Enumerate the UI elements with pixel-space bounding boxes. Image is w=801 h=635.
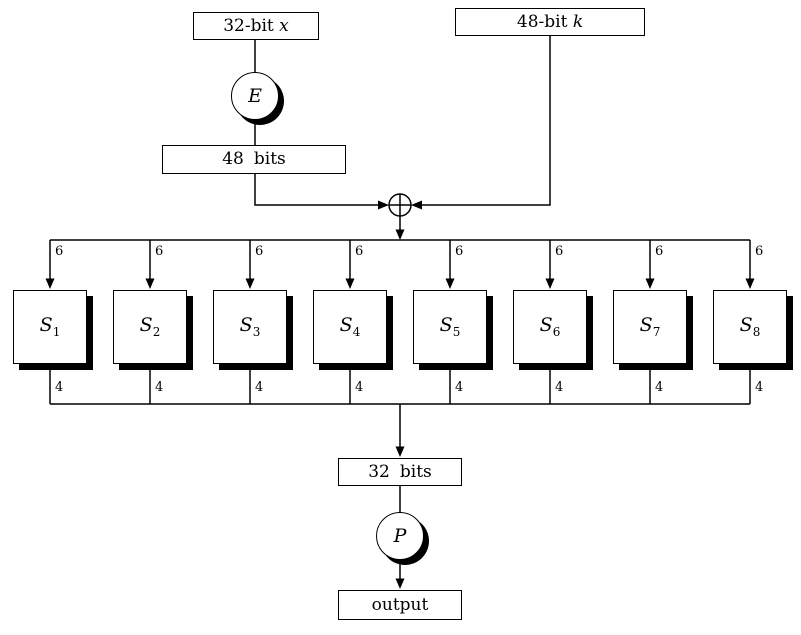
arrowhead (378, 200, 389, 210)
bits48-value: 48 (222, 149, 244, 169)
wire-label-4-s5: 4 (455, 380, 464, 395)
sbox-name: S (239, 314, 253, 337)
sbox-s3: S3 (213, 290, 287, 364)
arrowhead (411, 200, 422, 210)
sbox-s8: S8 (713, 290, 787, 364)
sbox-s1-label: S1 (40, 316, 61, 338)
sbox-s5: S5 (413, 290, 487, 364)
wire-label-6-s8: 6 (755, 244, 764, 259)
wire-bus-to-32bits (395, 404, 405, 457)
input-x-box: 32-bit x (193, 12, 319, 40)
bits48-label: 48 bits (222, 151, 286, 168)
wire-xor-to-bus (395, 216, 405, 240)
wire-label-4-s1: 4 (55, 380, 64, 395)
sbox-subscript: 5 (452, 324, 461, 339)
sbox-name: S (539, 314, 553, 337)
arrowhead (545, 278, 555, 289)
arrowhead (745, 278, 755, 289)
sbox-name: S (39, 314, 53, 337)
arrowhead (245, 278, 255, 289)
bits32-unit: bits (399, 461, 432, 482)
wire-key-to-xor (411, 36, 551, 210)
wire-label-4-s6: 4 (555, 380, 564, 395)
sbox-s4-label: S4 (340, 316, 361, 338)
sbox-s7: S7 (613, 290, 687, 364)
sbox-subscript: 6 (552, 324, 561, 339)
sbox-subscript: 8 (752, 324, 761, 339)
wire-permutation-to-output (395, 560, 405, 589)
expansion-e-circle: E (231, 72, 279, 120)
arrowhead (445, 278, 455, 289)
xor-circle (388, 193, 412, 217)
input-x-label-text: 32-bit (223, 15, 274, 36)
wire-label-4-s7: 4 (655, 380, 664, 395)
arrowhead (145, 278, 155, 289)
key-k-label-text: 48-bit (516, 11, 568, 32)
key-k-var: k (572, 11, 584, 32)
sbox-name: S (139, 314, 153, 337)
bits32-box: 32 bits (338, 458, 462, 486)
sbox-s5-label: S5 (440, 316, 461, 338)
wire-label-4-s2: 4 (155, 380, 164, 395)
wire-label-6-s6: 6 (555, 244, 564, 259)
bits32-value: 32 (368, 461, 390, 482)
arrowhead (395, 446, 405, 457)
bits32-label: 32 bits (368, 461, 432, 482)
sbox-name: S (639, 314, 653, 337)
sbox-s2-label: S2 (140, 316, 161, 338)
sbox-s7-label: S7 (640, 316, 661, 338)
sbox-s2: S2 (113, 290, 187, 364)
wire-label-4-s3: 4 (255, 380, 264, 395)
sbox-s4: S4 (313, 290, 387, 364)
xor-icon (388, 193, 412, 217)
output-label: output (371, 594, 429, 615)
arrowhead (45, 278, 55, 289)
wire-label-4-s8: 4 (755, 380, 764, 395)
sbox-s6: S6 (513, 290, 587, 364)
expansion-e-label: E (248, 85, 262, 107)
wire-label-6-s1: 6 (55, 244, 64, 259)
wire-segment (421, 36, 551, 206)
sbox-name: S (439, 314, 453, 337)
input-x-label: 32-bit x (223, 15, 289, 36)
sbox-name: S (339, 314, 353, 337)
wire-segment (254, 174, 379, 206)
key-k-label: 48-bit k (516, 11, 584, 32)
wire-label-6-s4: 6 (355, 244, 364, 259)
permutation-p-circle: P (376, 512, 424, 560)
wire-label-6-s3: 6 (255, 244, 264, 259)
wire-48bits-to-xor (254, 174, 389, 210)
sbox-subscript: 3 (252, 324, 261, 339)
sbox-s6-label: S6 (540, 316, 561, 338)
sbox-subscript: 4 (352, 324, 361, 339)
permutation-p-label: P (393, 525, 407, 547)
input-x-var: x (279, 15, 289, 36)
sbox-s3-label: S3 (240, 316, 261, 338)
arrowhead (645, 278, 655, 289)
sbox-subscript: 7 (652, 324, 661, 339)
xor-cross (389, 194, 411, 216)
wire-label-6-s5: 6 (455, 244, 464, 259)
wire-label-6-s2: 6 (155, 244, 164, 259)
sbox-subscript: 2 (152, 324, 161, 339)
wires-bus-to-sboxes (45, 240, 755, 289)
wire-label-6-s7: 6 (655, 244, 664, 259)
bits48-unit: bits (253, 149, 286, 169)
sbox-name: S (739, 314, 753, 337)
sbox-subscript: 1 (52, 324, 61, 339)
arrowhead (345, 278, 355, 289)
sbox-s1: S1 (13, 290, 87, 364)
arrowhead (395, 578, 405, 589)
wire-label-4-s4: 4 (355, 380, 364, 395)
bits48-box: 48 bits (162, 145, 346, 174)
key-k-box: 48-bit k (455, 8, 645, 36)
output-box: output (338, 590, 462, 620)
arrowhead (395, 229, 405, 240)
sbox-s8-label: S8 (740, 316, 761, 338)
